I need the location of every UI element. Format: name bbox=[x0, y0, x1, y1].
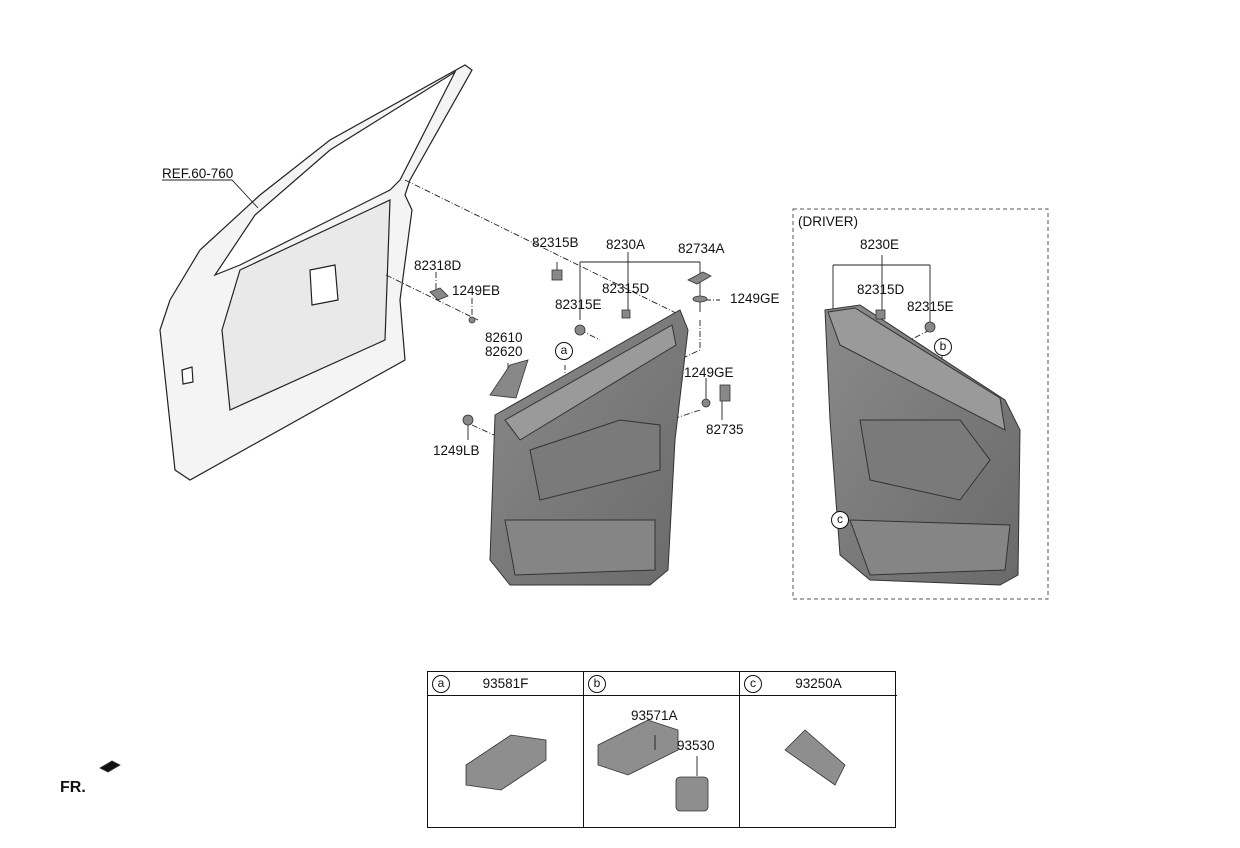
switch-images bbox=[465, 719, 846, 812]
part-label-82620: 82620 bbox=[485, 344, 523, 359]
switch-table: a 93581F b 93571A 93530 c 93250A bbox=[427, 671, 897, 828]
table-cell-c: c 93250A bbox=[740, 672, 897, 827]
driver-box bbox=[792, 208, 1049, 600]
part-label-8230A: 8230A bbox=[606, 237, 646, 252]
ref-label: REF.60-760 bbox=[162, 166, 234, 181]
callout-c: c bbox=[744, 675, 762, 693]
part-label-82315D-driver: 82315D bbox=[857, 282, 905, 297]
door-trim-panel bbox=[489, 309, 689, 586]
part-label-93571A: 93571A bbox=[631, 708, 678, 723]
callout-b: b bbox=[934, 338, 952, 356]
callout-b: b bbox=[588, 675, 606, 693]
callout-c: c bbox=[831, 511, 849, 529]
callout-a: a bbox=[555, 342, 573, 360]
part-label-93530: 93530 bbox=[677, 738, 715, 753]
part-label-1249GE-2: 1249GE bbox=[684, 365, 734, 380]
part-label-82734A: 82734A bbox=[678, 241, 725, 256]
part-code: 93250A bbox=[795, 676, 842, 691]
driver-door-trim-panel bbox=[824, 304, 1021, 586]
table-cell-a: a 93581F bbox=[428, 672, 584, 827]
part-label-1249LB: 1249LB bbox=[433, 443, 480, 458]
part-label-82318D: 82318D bbox=[414, 258, 462, 273]
front-indicator: FR. bbox=[60, 779, 86, 796]
part-label-82315E: 82315E bbox=[555, 297, 602, 312]
part-label-1249GE: 1249GE bbox=[730, 291, 780, 306]
part-label-82315D: 82315D bbox=[602, 281, 650, 296]
part-label-8230E: 8230E bbox=[860, 237, 900, 252]
part-label-82610: 82610 bbox=[485, 330, 523, 345]
table-cell-b: b 93571A 93530 bbox=[584, 672, 740, 827]
part-label-1249EB: 1249EB bbox=[452, 283, 501, 298]
part-label-82735: 82735 bbox=[706, 422, 744, 437]
callout-a: a bbox=[432, 675, 450, 693]
part-label-82315E-driver: 82315E bbox=[907, 299, 954, 314]
part-code: 93581F bbox=[482, 676, 529, 691]
driver-title: (DRIVER) bbox=[798, 214, 858, 229]
part-label-82315B: 82315B bbox=[532, 235, 579, 250]
small-parts bbox=[99, 269, 936, 773]
door-frame bbox=[159, 64, 473, 481]
